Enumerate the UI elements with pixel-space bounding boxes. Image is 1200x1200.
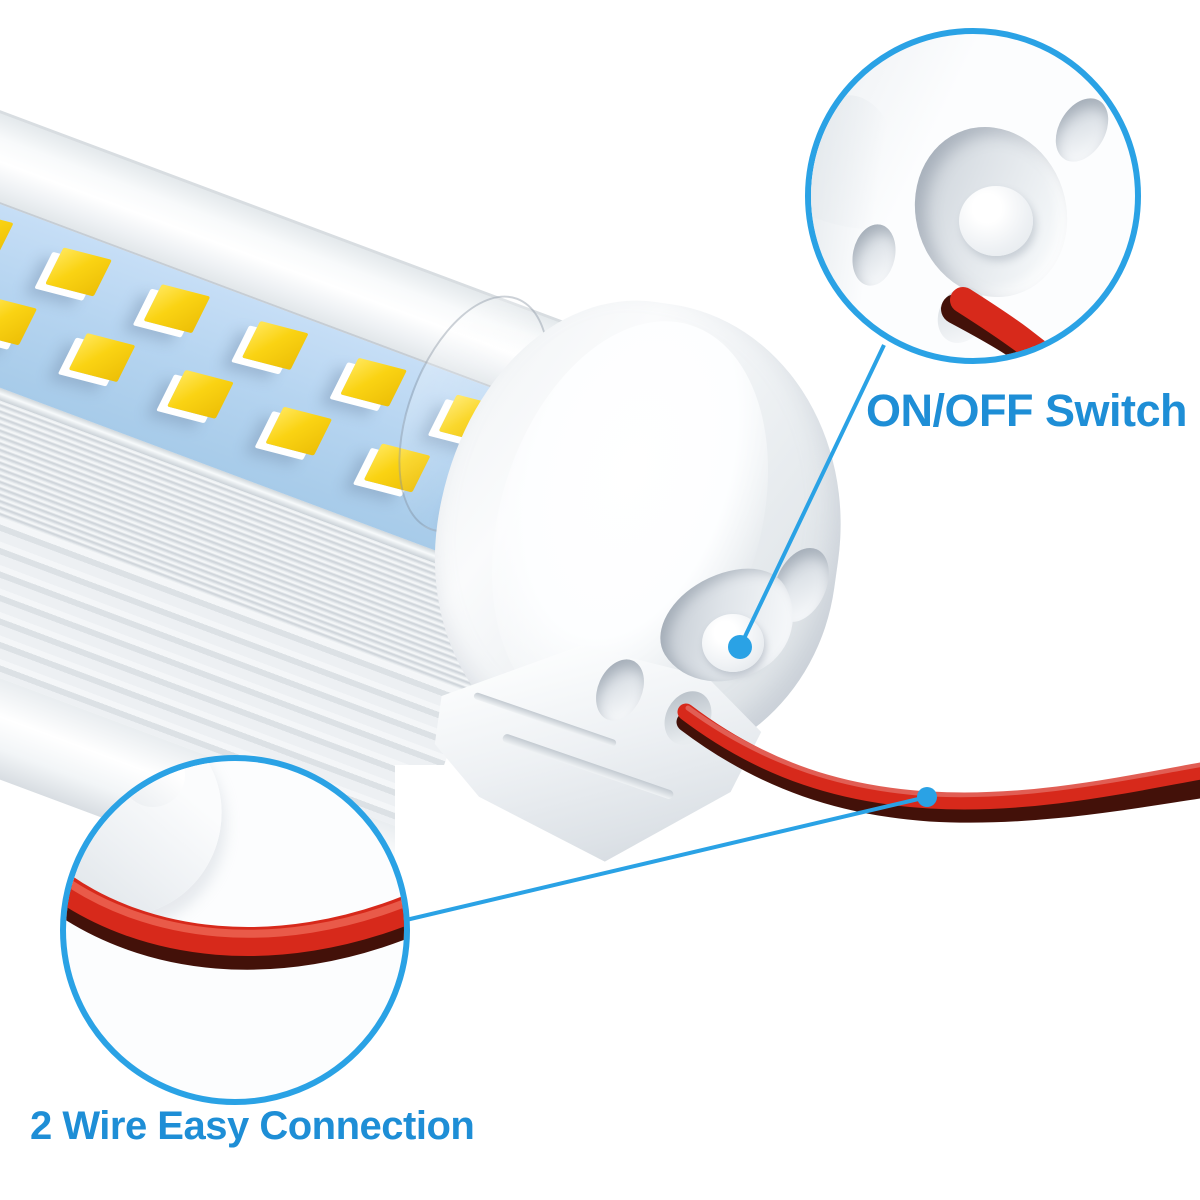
on-off-switch-button — [702, 614, 764, 672]
led-chip — [45, 247, 112, 297]
callout-dot-wire — [917, 787, 937, 807]
wire-highlight — [66, 876, 404, 938]
wire-red — [950, 287, 1065, 358]
wire-red — [66, 872, 404, 956]
led-chip — [265, 406, 333, 456]
wire-zoom — [941, 287, 1065, 358]
led-chip — [0, 296, 38, 346]
led-chip — [0, 210, 14, 260]
led-chip — [241, 320, 309, 371]
led-chip — [68, 333, 136, 383]
led-chip — [167, 369, 234, 419]
on-off-switch-button-zoom — [959, 186, 1033, 256]
magnifier-circle-wire — [60, 755, 410, 1105]
led-chip — [143, 284, 211, 334]
label-wire-connection: 2 Wire Easy Connection — [30, 1104, 475, 1148]
label-on-off-switch: ON/OFF Switch — [866, 385, 1188, 436]
wire-zoom — [66, 872, 404, 970]
led-chip — [340, 357, 407, 407]
magnifier-circle-switch — [805, 28, 1141, 364]
